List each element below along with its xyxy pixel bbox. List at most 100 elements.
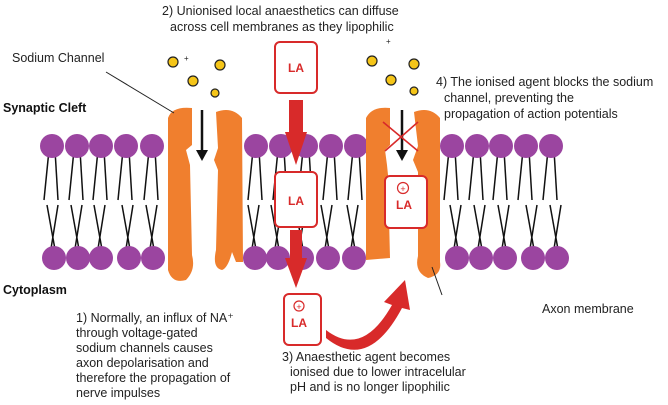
lipid-head bbox=[89, 246, 113, 270]
axon-membrane-label: Axon membrane bbox=[542, 302, 634, 316]
step-text-line: axon depolarisation and bbox=[76, 356, 209, 370]
lipid-tail bbox=[333, 149, 338, 201]
lipid-tail bbox=[517, 149, 524, 201]
step-text-line: nerve impulses bbox=[76, 386, 160, 400]
lipid-tail bbox=[79, 149, 84, 201]
synaptic-cleft-label: Synaptic Cleft bbox=[3, 101, 87, 115]
blocked-influx-arrow bbox=[396, 110, 408, 161]
lipid-tail bbox=[154, 149, 159, 201]
lipid-tail bbox=[117, 149, 124, 201]
lipid-tail bbox=[443, 149, 450, 201]
lipid-head bbox=[319, 134, 343, 158]
lipid-head bbox=[344, 134, 368, 158]
positive-charge-icon bbox=[293, 300, 305, 312]
sodium-channel-pointer bbox=[105, 71, 175, 114]
lipid-tail bbox=[247, 149, 254, 201]
lipid-tail bbox=[92, 149, 99, 201]
diffusion-arrow-2 bbox=[285, 230, 307, 288]
step2-text: 2) Unionised local anaesthetics can diff… bbox=[162, 4, 399, 34]
lipid-head bbox=[243, 246, 267, 270]
lipid-head bbox=[89, 134, 113, 158]
lipid-head bbox=[539, 134, 563, 158]
lipid-head bbox=[42, 246, 66, 270]
lipid-tail bbox=[322, 149, 329, 201]
lipid-head bbox=[140, 134, 164, 158]
plus-sign: + bbox=[296, 302, 301, 312]
lipid-tail bbox=[258, 149, 263, 201]
lipid-tail bbox=[479, 149, 484, 201]
lipid-head bbox=[40, 134, 64, 158]
lipid-head bbox=[545, 246, 569, 270]
lipid-tail bbox=[553, 149, 558, 201]
lipid-tail bbox=[503, 149, 508, 201]
lipid-tail bbox=[454, 149, 459, 201]
lipid-head bbox=[269, 134, 293, 158]
diffusion-arrow-1 bbox=[285, 100, 307, 165]
step4-text: 4) The ionised agent blocks the sodiumch… bbox=[436, 75, 653, 121]
lipid-tail bbox=[54, 149, 59, 201]
sodium-channel-label: Sodium Channel bbox=[12, 51, 104, 65]
lipid-tail bbox=[68, 149, 75, 201]
step-text-line: through voltage-gated bbox=[76, 326, 198, 340]
block-cross-icon bbox=[382, 121, 419, 152]
lipid-head bbox=[141, 246, 165, 270]
lipid-tail bbox=[43, 149, 50, 201]
lipid-tail bbox=[468, 149, 475, 201]
la-molecule-ionised: + LA bbox=[283, 293, 322, 346]
lipid-tail bbox=[128, 149, 133, 201]
lipid-head bbox=[445, 246, 469, 270]
positive-charge-icon bbox=[396, 181, 410, 195]
lipid-head bbox=[117, 246, 141, 270]
la-label: LA bbox=[396, 198, 412, 212]
lipid-head bbox=[342, 246, 366, 270]
plus-sign: + bbox=[400, 184, 405, 194]
lipid-head bbox=[514, 134, 538, 158]
step-text-line: sodium channels causes bbox=[76, 341, 213, 355]
la-molecule-in-membrane: LA bbox=[274, 171, 318, 228]
lipid-tail bbox=[358, 149, 363, 201]
cytoplasm-label: Cytoplasm bbox=[3, 283, 67, 297]
axon-membrane-pointer bbox=[431, 266, 443, 296]
lipid-head bbox=[244, 134, 268, 158]
lipid-tail bbox=[347, 149, 354, 201]
step-text-line: 3) Anaesthetic agent becomes bbox=[282, 350, 450, 364]
step1-text: 1) Normally, an influx of NA⁺through vol… bbox=[76, 311, 234, 400]
step-text-line: ionised due to lower intracelular bbox=[290, 365, 466, 379]
step-text-line: pH and is no longer lipophilic bbox=[290, 380, 450, 394]
lipid-head bbox=[114, 134, 138, 158]
la-label: LA bbox=[288, 194, 304, 208]
la-label: LA bbox=[291, 316, 307, 330]
sodium-ions-right bbox=[366, 55, 420, 96]
step-text-line: channel, preventing the bbox=[444, 91, 574, 105]
la-label: LA bbox=[288, 61, 304, 75]
la-molecule-blocking-channel: + LA bbox=[384, 175, 428, 229]
sodium-influx-arrow bbox=[196, 110, 208, 161]
lipid-head bbox=[440, 134, 464, 158]
lipid-head bbox=[521, 246, 545, 270]
lipid-tail bbox=[492, 149, 499, 201]
ionisation-curved-arrow bbox=[326, 280, 410, 350]
step-text-line: 1) Normally, an influx of NA⁺ bbox=[76, 311, 234, 325]
step-text-line: across cell membranes as they lipophilic bbox=[170, 20, 394, 34]
la-molecule-unionised-top: LA bbox=[274, 41, 318, 94]
sodium-channel-open bbox=[168, 107, 243, 281]
lipid-tail bbox=[542, 149, 549, 201]
na-label-right: + bbox=[386, 37, 391, 46]
lipid-head bbox=[65, 134, 89, 158]
lipid-head bbox=[493, 246, 517, 270]
lipid-head bbox=[316, 246, 340, 270]
lipid-tail bbox=[103, 149, 108, 201]
lipid-head bbox=[489, 134, 513, 158]
step-text-line: 2) Unionised local anaesthetics can diff… bbox=[162, 4, 399, 18]
sodium-ions-left bbox=[167, 56, 226, 98]
lipid-tail bbox=[528, 149, 533, 201]
lipid-head bbox=[66, 246, 90, 270]
lipid-head bbox=[469, 246, 493, 270]
lipid-heads bbox=[40, 134, 569, 270]
lipid-head bbox=[465, 134, 489, 158]
lipid-tail bbox=[143, 149, 150, 201]
na-label-left: + bbox=[184, 54, 189, 63]
